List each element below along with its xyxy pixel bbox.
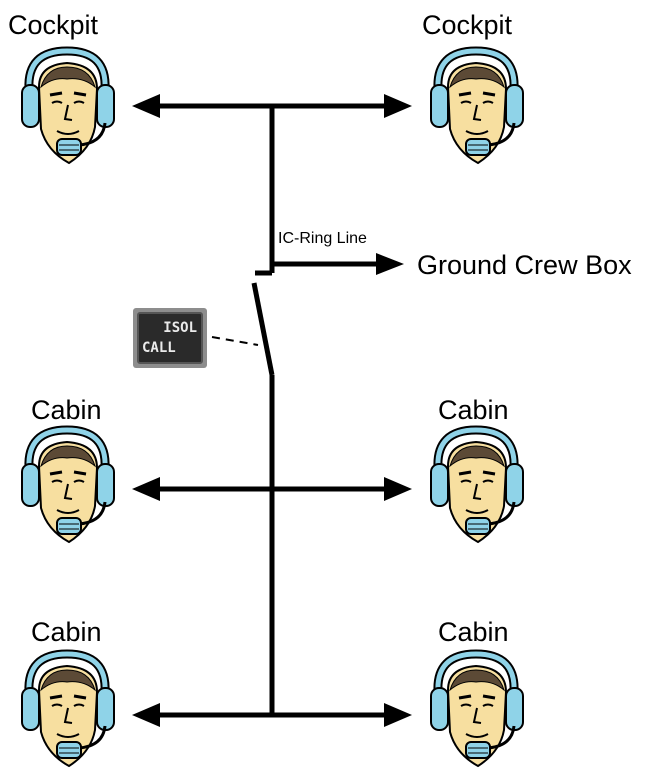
cabin-2-left-headset-icon — [22, 654, 114, 766]
isol-call-button-face: ISOL CALL — [137, 312, 203, 364]
isol-label: ISOL — [163, 320, 197, 336]
cockpit-left-headset-icon — [22, 51, 114, 163]
cabin-2-right-label: Cabin — [438, 617, 509, 647]
cabin-2-left-label: Cabin — [31, 617, 102, 647]
cabin-2-right-headset-icon — [431, 654, 523, 766]
cabin-1-left-label: Cabin — [31, 395, 102, 425]
ring-line-label: IC-Ring Line — [278, 230, 367, 247]
isol-call-button[interactable]: ISOL CALL — [133, 308, 207, 368]
cabin-1-right-label: Cabin — [438, 395, 509, 425]
call-label: CALL — [142, 340, 176, 356]
cabin-1-left-headset-icon — [22, 430, 114, 542]
ground-crew-box-label: Ground Crew Box — [417, 250, 632, 280]
cockpit-right-label: Cockpit — [422, 10, 513, 40]
cabin-1-right-headset-icon — [431, 430, 523, 542]
cockpit-left-label: Cockpit — [8, 10, 99, 40]
cockpit-right-headset-icon — [431, 51, 523, 163]
